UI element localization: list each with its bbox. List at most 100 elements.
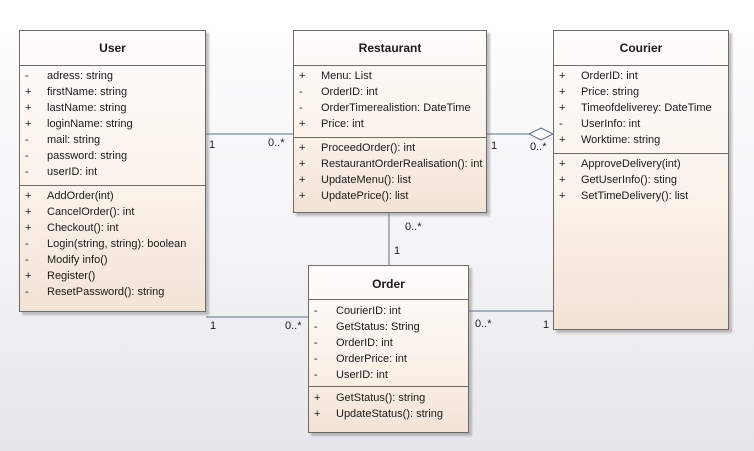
attribute-row[interactable]: - OrderPrice: int (309, 351, 468, 367)
operation-row[interactable]: + UpdatePrice(): list (294, 188, 486, 204)
visibility-marker: + (25, 222, 32, 234)
attribute-text: Worktime: string (581, 134, 661, 146)
multiplicity-order-courier-order-end: 0..* (475, 318, 492, 330)
class-user-attributes: -adress: string+firstName: string + lastNa… (20, 66, 205, 185)
visibility-marker: - (25, 238, 29, 250)
multiplicity-restaurant-order-restaurant-end: 0..* (405, 221, 422, 233)
operation-text: ProceedOrder(): int (321, 142, 416, 154)
class-order-operations: +GetStatus(): string+UpdateStatus(): str… (309, 386, 468, 422)
operation-row[interactable]: -Login(string, string): boolean (20, 236, 205, 252)
attribute-row[interactable]: +OrderID: int (554, 68, 728, 84)
attribute-row[interactable]: +firstName: string (20, 84, 205, 100)
class-courier[interactable]: Courier +OrderID: int+Price: string+Time… (553, 30, 729, 330)
operation-row[interactable]: -ResetPassword(): string (20, 284, 205, 300)
class-restaurant[interactable]: Restaurant +Menu: List - OrderID: int -Orde… (293, 30, 487, 213)
attribute-text: GetStatus: String (336, 321, 420, 333)
attribute-row[interactable]: + lastName: string (20, 100, 205, 116)
attribute-row[interactable]: -password: string (20, 148, 205, 164)
visibility-marker: - (25, 134, 29, 146)
attribute-text: OrderTimerealistion: DateTime (321, 102, 471, 114)
attribute-text: Timeofdeliverey: DateTime (581, 102, 712, 114)
attribute-row[interactable]: + Timeofdeliverey: DateTime (554, 100, 728, 116)
attribute-row[interactable]: +Worktime: string (554, 132, 728, 148)
operation-text: Modify info() (47, 254, 108, 266)
attribute-text: mail: string (47, 134, 101, 146)
operation-row[interactable]: + Register() (20, 268, 205, 284)
class-order-attributes: -CourierID: int-GetStatus: String-OrderI… (309, 300, 468, 386)
attribute-row[interactable]: -CourierID: int (309, 303, 468, 319)
class-restaurant-attributes: +Menu: List - OrderID: int -OrderTimerealis… (294, 66, 486, 137)
class-user-name: User (20, 31, 205, 66)
attribute-row[interactable]: +Price: int (294, 116, 486, 132)
multiplicity-restaurant-order-order-end: 1 (394, 245, 401, 257)
attribute-text: OrderPrice: int (336, 353, 407, 365)
attribute-row[interactable]: - GetStatus: String (309, 319, 468, 335)
class-courier-operations: +ApproveDelivery(int)+GetUserInfo(): sti… (554, 153, 728, 204)
visibility-marker: + (25, 270, 32, 282)
visibility-marker: + (314, 408, 321, 420)
class-restaurant-operations: + ProceedOrder(): int +RestaurantOrderReal… (294, 137, 486, 204)
visibility-marker: - (314, 321, 318, 333)
attribute-row[interactable]: -OrderTimerealistion: DateTime (294, 100, 486, 116)
visibility-marker: - (25, 254, 29, 266)
class-courier-name: Courier (554, 31, 728, 66)
visibility-marker: + (559, 102, 566, 114)
operation-row[interactable]: +GetStatus(): string (309, 390, 468, 406)
visibility-marker: - (314, 353, 318, 365)
operation-text: GetUserInfo(): sting (581, 174, 677, 186)
operation-text: Checkout(): int (47, 222, 119, 234)
visibility-marker: + (299, 142, 306, 154)
operation-text: UpdatePrice(): list (321, 190, 409, 202)
visibility-marker: - (25, 166, 29, 178)
visibility-marker: + (299, 118, 306, 130)
attribute-row[interactable]: -userID: int (20, 164, 205, 180)
operation-row[interactable]: + SetTimeDelivery(): list (554, 188, 728, 204)
attribute-row[interactable]: - mail: string (20, 132, 205, 148)
visibility-marker: + (25, 102, 32, 114)
visibility-marker: + (299, 190, 306, 202)
aggregation-diamond-icon (527, 127, 555, 141)
class-restaurant-name: Restaurant (294, 31, 486, 66)
class-order[interactable]: Order -CourierID: int-GetStatus: String-… (308, 265, 469, 433)
attribute-text: CourierID: int (336, 305, 401, 317)
attribute-row[interactable]: -UserInfo: int (554, 116, 728, 132)
operation-text: ApproveDelivery(int) (581, 158, 681, 170)
attribute-text: OrderID: int (581, 70, 638, 82)
attribute-text: lastName: string (47, 102, 127, 114)
multiplicity-user-restaurant-restaurant-end: 0..* (268, 137, 285, 149)
class-user[interactable]: User -adress: string+firstName: string+l… (19, 30, 206, 312)
attribute-row[interactable]: -OrderID: int (309, 335, 468, 351)
visibility-marker: + (299, 158, 306, 170)
operation-row[interactable]: +CancelOrder(): int (20, 204, 205, 220)
visibility-marker: + (25, 190, 32, 202)
operation-row[interactable]: +ApproveDelivery(int) (554, 156, 728, 172)
operation-row[interactable]: - Modify info() (20, 252, 205, 268)
operation-text: SetTimeDelivery(): list (581, 190, 689, 202)
class-courier-attributes: +OrderID: int+Price: string + Timeofdelive… (554, 66, 728, 153)
attribute-row[interactable]: +Menu: List (294, 68, 486, 84)
attribute-row[interactable]: -UserID: int (309, 367, 468, 383)
visibility-marker: + (559, 174, 566, 186)
attribute-text: Price: string (581, 86, 640, 98)
visibility-marker: - (299, 86, 303, 98)
attribute-row[interactable]: +Price: string (554, 84, 728, 100)
visibility-marker: + (299, 174, 306, 186)
operation-text: Register() (47, 270, 96, 282)
multiplicity-user-restaurant-user-end: 1 (209, 139, 216, 151)
operation-row[interactable]: +RestaurantOrderRealisation(): int (294, 156, 486, 172)
attribute-text: firstName: string (47, 86, 128, 98)
operation-row[interactable]: +UpdateStatus(): string (309, 406, 468, 422)
attribute-row[interactable]: -adress: string (20, 68, 205, 84)
attribute-row[interactable]: - OrderID: int (294, 84, 486, 100)
operation-row[interactable]: + GetUserInfo(): sting (554, 172, 728, 188)
operation-row[interactable]: +AddOrder(int) (20, 188, 205, 204)
visibility-marker: + (559, 190, 566, 202)
visibility-marker: - (25, 286, 29, 298)
operation-row[interactable]: + Checkout(): int (20, 220, 205, 236)
attribute-row[interactable]: +loginName: string (20, 116, 205, 132)
operation-row[interactable]: +UpdateMenu(): list (294, 172, 486, 188)
operation-row[interactable]: + ProceedOrder(): int (294, 140, 486, 156)
attribute-text: OrderID: int (321, 86, 378, 98)
visibility-marker: - (314, 337, 318, 349)
